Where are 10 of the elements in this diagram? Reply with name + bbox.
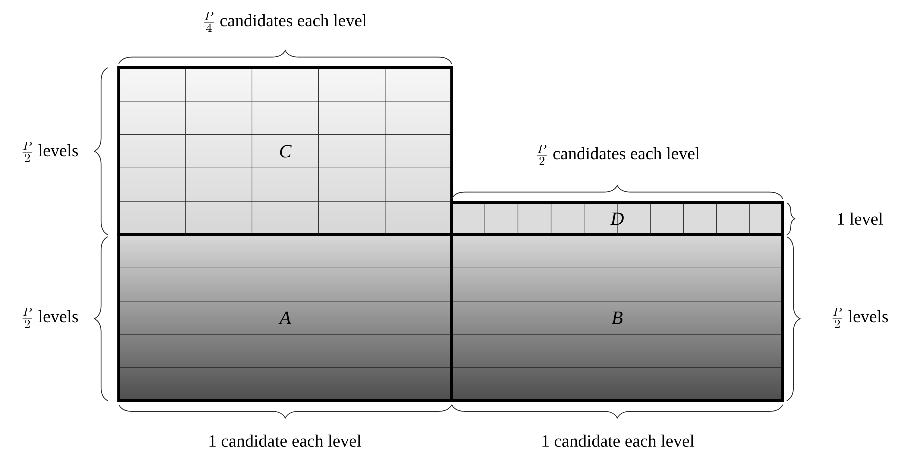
grid-block: D [450, 202, 784, 236]
brace-label: $\frac{P}{2}$ candidates each level [537, 145, 700, 165]
brace-label: $\frac{P}{2}$ levels [832, 308, 888, 328]
brace-label: $\frac{P}{2}$ levels [22, 142, 78, 162]
brace-label: $\frac{P}{4}$ candidates each level [204, 12, 367, 32]
brace-label: $\frac{P}{2}$ levels [22, 308, 78, 328]
grid-block: A [118, 234, 454, 402]
brace-label: 1 level [838, 212, 883, 226]
grid-block: C [118, 66, 454, 236]
brace-label: 1 candidate each level [210, 434, 362, 448]
